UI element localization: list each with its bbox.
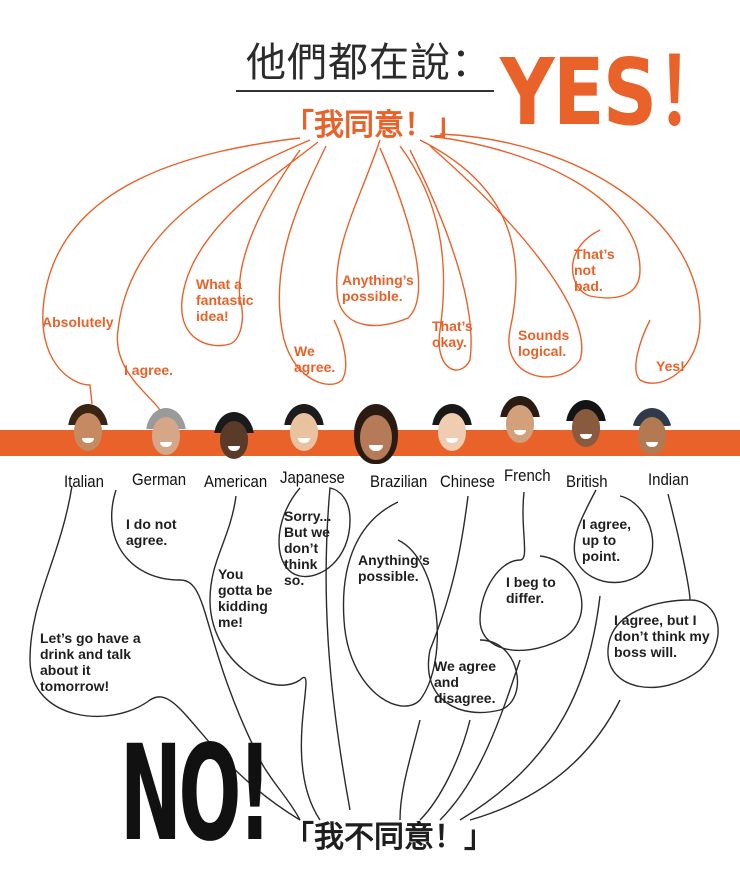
yes-bubble-chinese	[399, 145, 472, 371]
nationality-french: French	[504, 466, 551, 485]
yes-bubble-indian	[439, 133, 701, 384]
no-bubble-american	[209, 495, 321, 821]
nationality-chinese: Chinese	[440, 472, 495, 491]
title-yes: YES！	[500, 39, 731, 146]
no-label-chinese: We agree and disagree.	[434, 658, 496, 706]
yes-label-japanese: We agree.	[294, 343, 336, 375]
yes-label-brazilian: Anything’s possible.	[342, 272, 414, 304]
nationality-japanese: Japanese	[280, 468, 345, 487]
no-label-german: I do not agree.	[126, 516, 177, 548]
avatar-indian	[632, 408, 672, 458]
no-bubble-brazilian	[342, 501, 439, 821]
no-bubble-german	[111, 489, 301, 821]
yes-label-indian: Yes!	[656, 358, 685, 374]
no-label-brazilian: Anything’s possible.	[358, 552, 430, 584]
yes-bubble-japanese	[278, 145, 347, 385]
no-bubble-french	[439, 491, 583, 821]
avatar-italian	[68, 404, 108, 454]
avatar-japanese	[284, 404, 324, 454]
no-label-japanese: Sorry... But we don’t think so.	[284, 508, 332, 588]
nationality-brazilian: Brazilian	[370, 472, 428, 491]
no-label-british: I agree, up to point.	[582, 516, 632, 564]
yes-bubble-british	[429, 135, 641, 299]
title-chinese: 他們都在說：	[246, 40, 492, 86]
yes-bubble-french	[419, 139, 583, 378]
no-bubble-british	[459, 489, 654, 821]
disagree-subtitle: 「我不同意！」	[284, 820, 494, 855]
avatar-brazilian	[354, 404, 398, 464]
yes-label-german: I agree.	[124, 362, 174, 378]
agree-subtitle: 「我同意！」	[284, 108, 464, 143]
no-label-indian: I agree, but I don’t think my boss will.	[614, 612, 710, 660]
avatar-chinese	[432, 404, 472, 454]
yes-bubble-brazilian	[336, 139, 420, 327]
no-label-french: I beg to differ.	[506, 574, 556, 606]
nationality-indian: Indian	[648, 470, 689, 489]
nationality-british: British	[566, 472, 608, 491]
yes-bubble-american	[181, 141, 319, 347]
yes-bubble-german	[116, 139, 311, 411]
nationality-german: German	[132, 470, 187, 489]
avatar-french	[500, 396, 540, 446]
nationality-italian: Italian	[64, 472, 104, 491]
no-label-american: You gotta be kidding me!	[218, 566, 273, 630]
yes-label-american: What a fantastic idea!	[196, 276, 254, 324]
no-bubble-japanese	[278, 487, 351, 811]
avatar-british	[566, 400, 606, 450]
yes-label-french: Sounds logical.	[518, 327, 570, 359]
title-underline	[236, 90, 494, 92]
avatar-german	[146, 408, 186, 458]
avatar-american	[214, 412, 254, 462]
no-bubble-indian	[469, 493, 719, 821]
no-bubble-italian	[29, 485, 301, 821]
nationality-american: American	[204, 472, 268, 491]
yes-label-italian: Absolutely	[42, 314, 114, 330]
yes-label-british: That’s not bad.	[574, 246, 615, 294]
no-label-italian: Let’s go have a drink and talk about it …	[40, 630, 141, 694]
big-no-heading: NO!	[120, 717, 272, 871]
yes-label-chinese: That’s okay.	[432, 318, 473, 350]
yes-bubble-italian	[42, 137, 301, 405]
